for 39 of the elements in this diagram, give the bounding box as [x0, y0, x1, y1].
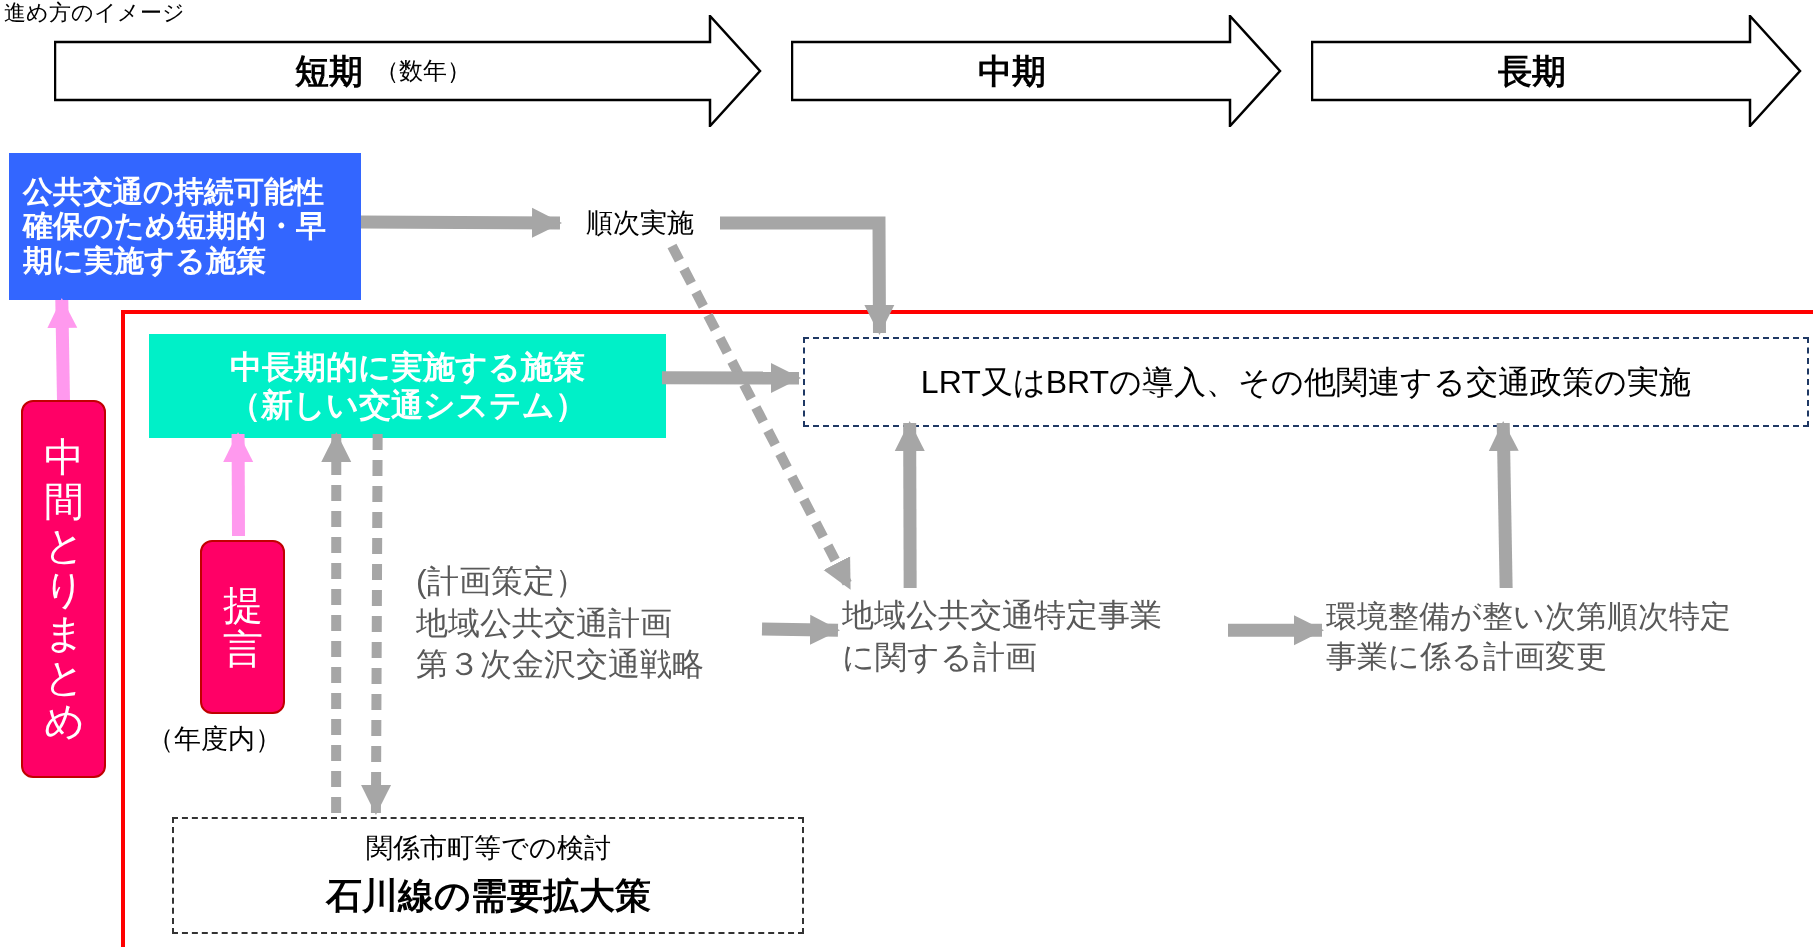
phase-label: 中期	[977, 50, 1046, 92]
block-arrow	[223, 432, 254, 537]
dashed-arrow	[321, 432, 352, 813]
measure-text: 公共交通の持続可能性確保のため短期的・早期に実施する施策	[23, 174, 327, 279]
study-box	[172, 817, 804, 934]
period-note: （年度内）	[147, 722, 282, 756]
policy-text: 石川線の需要拡大策	[325, 873, 651, 918]
plan-text: 地域公共交通特定事業に関する計画	[842, 596, 1163, 677]
block-arrow	[894, 421, 925, 589]
measure-box	[9, 153, 361, 300]
plan-text: (計画策定）	[416, 562, 588, 602]
phase-banner	[1311, 15, 1802, 127]
goal-box	[803, 337, 1809, 427]
block-arrow	[1488, 421, 1519, 589]
vertical-text: 提言	[222, 583, 263, 671]
dashed-arrow	[361, 433, 392, 815]
block-arrow	[1228, 615, 1324, 646]
phase-banner	[791, 15, 1282, 127]
measure-box	[149, 334, 666, 438]
scope-frame	[121, 310, 1813, 947]
phase-note: （数年）	[375, 56, 471, 86]
goal-text: LRT又はBRTの導入、その他関連する交通政策の実施	[920, 363, 1692, 402]
step-text: 順次実施	[586, 206, 694, 240]
measure-text: 中長期的に実施する施策	[230, 347, 585, 386]
block-arrow	[720, 216, 895, 335]
plan-text: 地域公共交通計画	[416, 603, 673, 643]
block-arrow	[662, 362, 801, 393]
block-arrow	[360, 207, 562, 238]
diagram-title: 進め方のイメージ	[4, 0, 185, 27]
plan-text: 第３次金沢交通戦略	[416, 645, 705, 685]
milestone-box	[21, 400, 106, 778]
block-arrow	[761, 614, 840, 645]
plan-text: 環境整備が整い次第順次特定事業に係る計画変更	[1326, 597, 1732, 676]
measure-text: （新しい交通システム）	[228, 386, 587, 425]
phase-label: 短期	[295, 50, 363, 92]
study-text: 関係市町等での検討	[365, 832, 611, 866]
block-arrow	[47, 298, 78, 401]
vertical-text: 中間とりまとめ	[43, 435, 84, 743]
phase-label: 長期	[1497, 50, 1566, 92]
